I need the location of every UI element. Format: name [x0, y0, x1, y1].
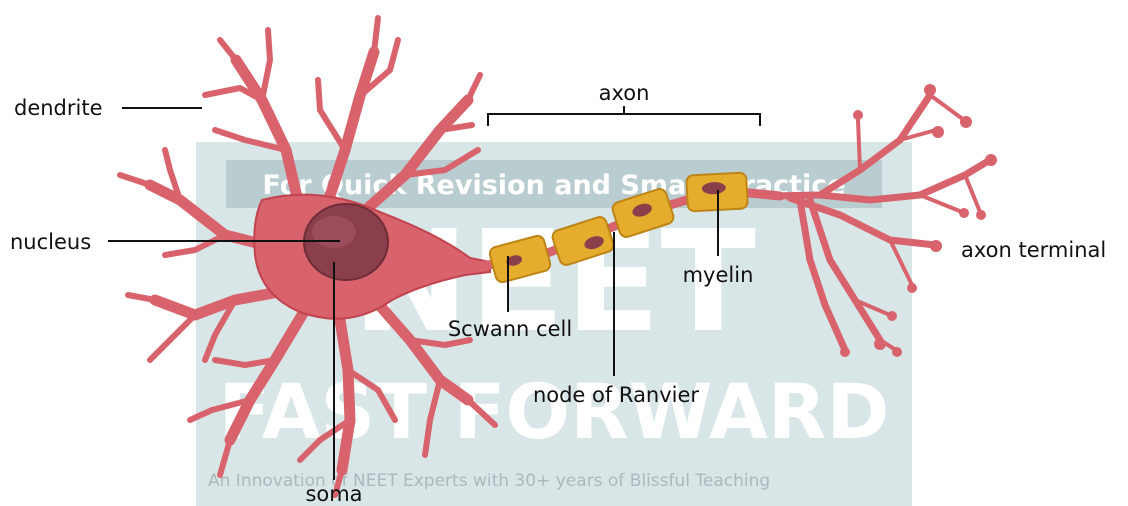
label-axon: axon [599, 81, 650, 105]
label-dendrite: dendrite [14, 96, 103, 120]
label-node-of-ranvier: node of Ranvier [533, 383, 699, 407]
watermark-tagline: An Innovation of NEET Experts with 30+ y… [208, 471, 770, 491]
label-myelin: myelin [683, 263, 754, 287]
label-nucleus: nucleus [10, 230, 91, 254]
label-schwann-cell: Scwann cell [448, 317, 572, 341]
label-axon-terminal: axon terminal [961, 238, 1106, 262]
nucleus-highlight [312, 216, 356, 248]
axon-bracket [488, 106, 760, 126]
label-soma: soma [305, 482, 362, 506]
